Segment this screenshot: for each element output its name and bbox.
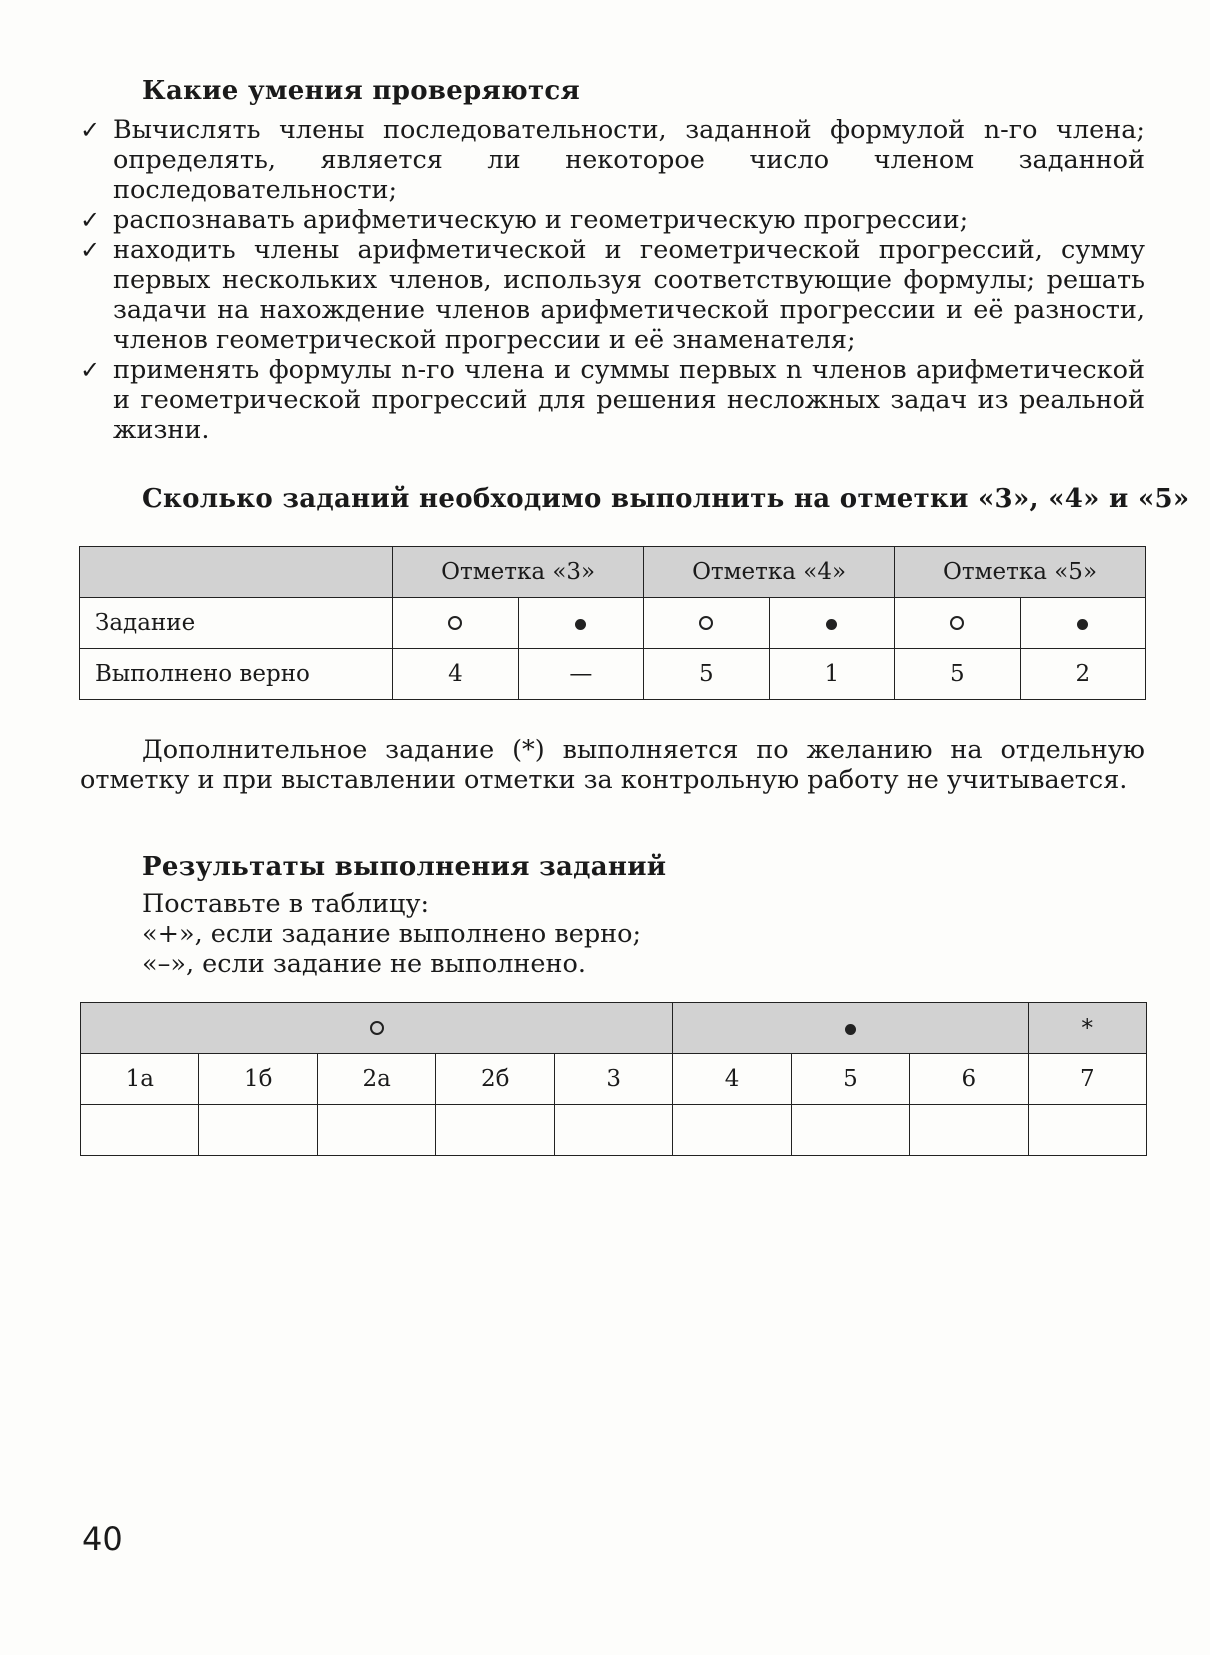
checkmark-icon: ✓ <box>80 356 101 384</box>
results-table: * 1а 1б 2а 2б 3 4 5 6 7 <box>79 1002 1148 1156</box>
skill-item: ✓ Вычислять члены последовательности, зад… <box>80 115 1145 205</box>
advanced-group-header <box>672 1002 1029 1054</box>
page-number: 40 <box>82 1520 123 1558</box>
hollow-circle-icon <box>369 1021 384 1035</box>
basic-group-header <box>79 1002 674 1054</box>
results-answer-row <box>79 1104 1148 1156</box>
grading-heading: Сколько заданий необходимо выполнить на … <box>142 484 1190 514</box>
answer-cell[interactable] <box>79 1104 200 1156</box>
task-number: 1а <box>79 1053 200 1105</box>
task-number: 1б <box>198 1053 318 1105</box>
checkmark-icon: ✓ <box>80 116 101 144</box>
filled-circle-icon <box>575 619 587 630</box>
skill-text: применять формулы n-го члена и суммы пер… <box>113 355 1145 445</box>
skill-item: ✓ применять формулы n-го члена и суммы пе… <box>80 355 1145 445</box>
grade-header-empty <box>78 546 394 598</box>
answer-cell[interactable] <box>435 1104 555 1156</box>
answer-cell[interactable] <box>316 1104 437 1156</box>
instruction-line: Поставьте в таблицу: <box>142 889 430 919</box>
done-value: 5 <box>643 648 770 700</box>
hollow-circle-icon <box>699 616 714 630</box>
filled-circle-icon <box>844 1024 856 1035</box>
task-number: 2б <box>435 1053 555 1105</box>
skill-text: находить члены арифметической и геометри… <box>113 235 1145 355</box>
extra-group-header: * <box>1027 1002 1148 1054</box>
filled-circle-icon <box>826 619 838 630</box>
basic-task-cell <box>643 597 770 649</box>
instruction-line: «–», если задание не выполнено. <box>142 949 586 979</box>
instruction-line: «+», если задание выполнено верно; <box>142 919 642 949</box>
basic-task-cell <box>894 597 1021 649</box>
done-value: 4 <box>392 648 519 700</box>
done-value: — <box>517 648 645 700</box>
task-row-label: Задание <box>78 597 394 649</box>
task-number: 6 <box>909 1053 1029 1105</box>
results-header-row: * <box>79 1002 1148 1054</box>
skill-item: ✓ распознавать арифметическую и геометрич… <box>80 205 1145 235</box>
advanced-task-cell <box>517 597 645 649</box>
asterisk-icon: * <box>1081 1014 1094 1042</box>
grade-table: Отметка «3» Отметка «4» Отметка «5» Зада… <box>78 546 1147 700</box>
checkmark-icon: ✓ <box>80 236 101 264</box>
grade-task-row: Задание <box>78 597 1147 649</box>
skill-item: ✓ находить члены арифметической и геометр… <box>80 235 1145 355</box>
done-row-label: Выполнено верно <box>78 648 394 700</box>
hollow-circle-icon <box>950 616 965 630</box>
extra-task-note: Дополнительное задание (*) выполняется п… <box>80 735 1145 795</box>
checkmark-icon: ✓ <box>80 206 101 234</box>
answer-cell[interactable] <box>790 1104 911 1156</box>
task-number: 2а <box>316 1053 437 1105</box>
grade-header-5: Отметка «5» <box>894 546 1146 598</box>
skills-heading: Какие умения проверяются <box>142 76 581 106</box>
task-number: 5 <box>790 1053 911 1105</box>
done-value: 1 <box>768 648 896 700</box>
results-heading: Результаты выполнения заданий <box>142 852 667 882</box>
advanced-task-cell <box>768 597 896 649</box>
task-number: 7 <box>1027 1053 1148 1105</box>
done-value: 5 <box>894 648 1021 700</box>
done-value: 2 <box>1019 648 1147 700</box>
answer-cell[interactable] <box>672 1104 792 1156</box>
grade-header-3: Отметка «3» <box>392 546 645 598</box>
skill-text: Вычислять члены последовательности, зада… <box>113 115 1145 205</box>
hollow-circle-icon <box>448 616 463 630</box>
task-number: 4 <box>672 1053 792 1105</box>
basic-task-cell <box>392 597 519 649</box>
answer-cell[interactable] <box>909 1104 1029 1156</box>
task-number: 3 <box>553 1053 674 1105</box>
results-task-row: 1а 1б 2а 2б 3 4 5 6 7 <box>79 1053 1148 1105</box>
skills-list: ✓ Вычислять члены последовательности, зад… <box>80 115 1145 445</box>
answer-cell[interactable] <box>553 1104 674 1156</box>
grade-done-row: Выполнено верно 4 — 5 1 5 2 <box>78 648 1147 700</box>
advanced-task-cell <box>1019 597 1147 649</box>
skill-text: распознавать арифметическую и геометриче… <box>113 205 969 235</box>
answer-cell[interactable] <box>1027 1104 1148 1156</box>
answer-cell[interactable] <box>198 1104 318 1156</box>
filled-circle-icon <box>1077 619 1089 630</box>
grade-header-row: Отметка «3» Отметка «4» Отметка «5» <box>78 546 1146 598</box>
grade-header-4: Отметка «4» <box>643 546 896 598</box>
